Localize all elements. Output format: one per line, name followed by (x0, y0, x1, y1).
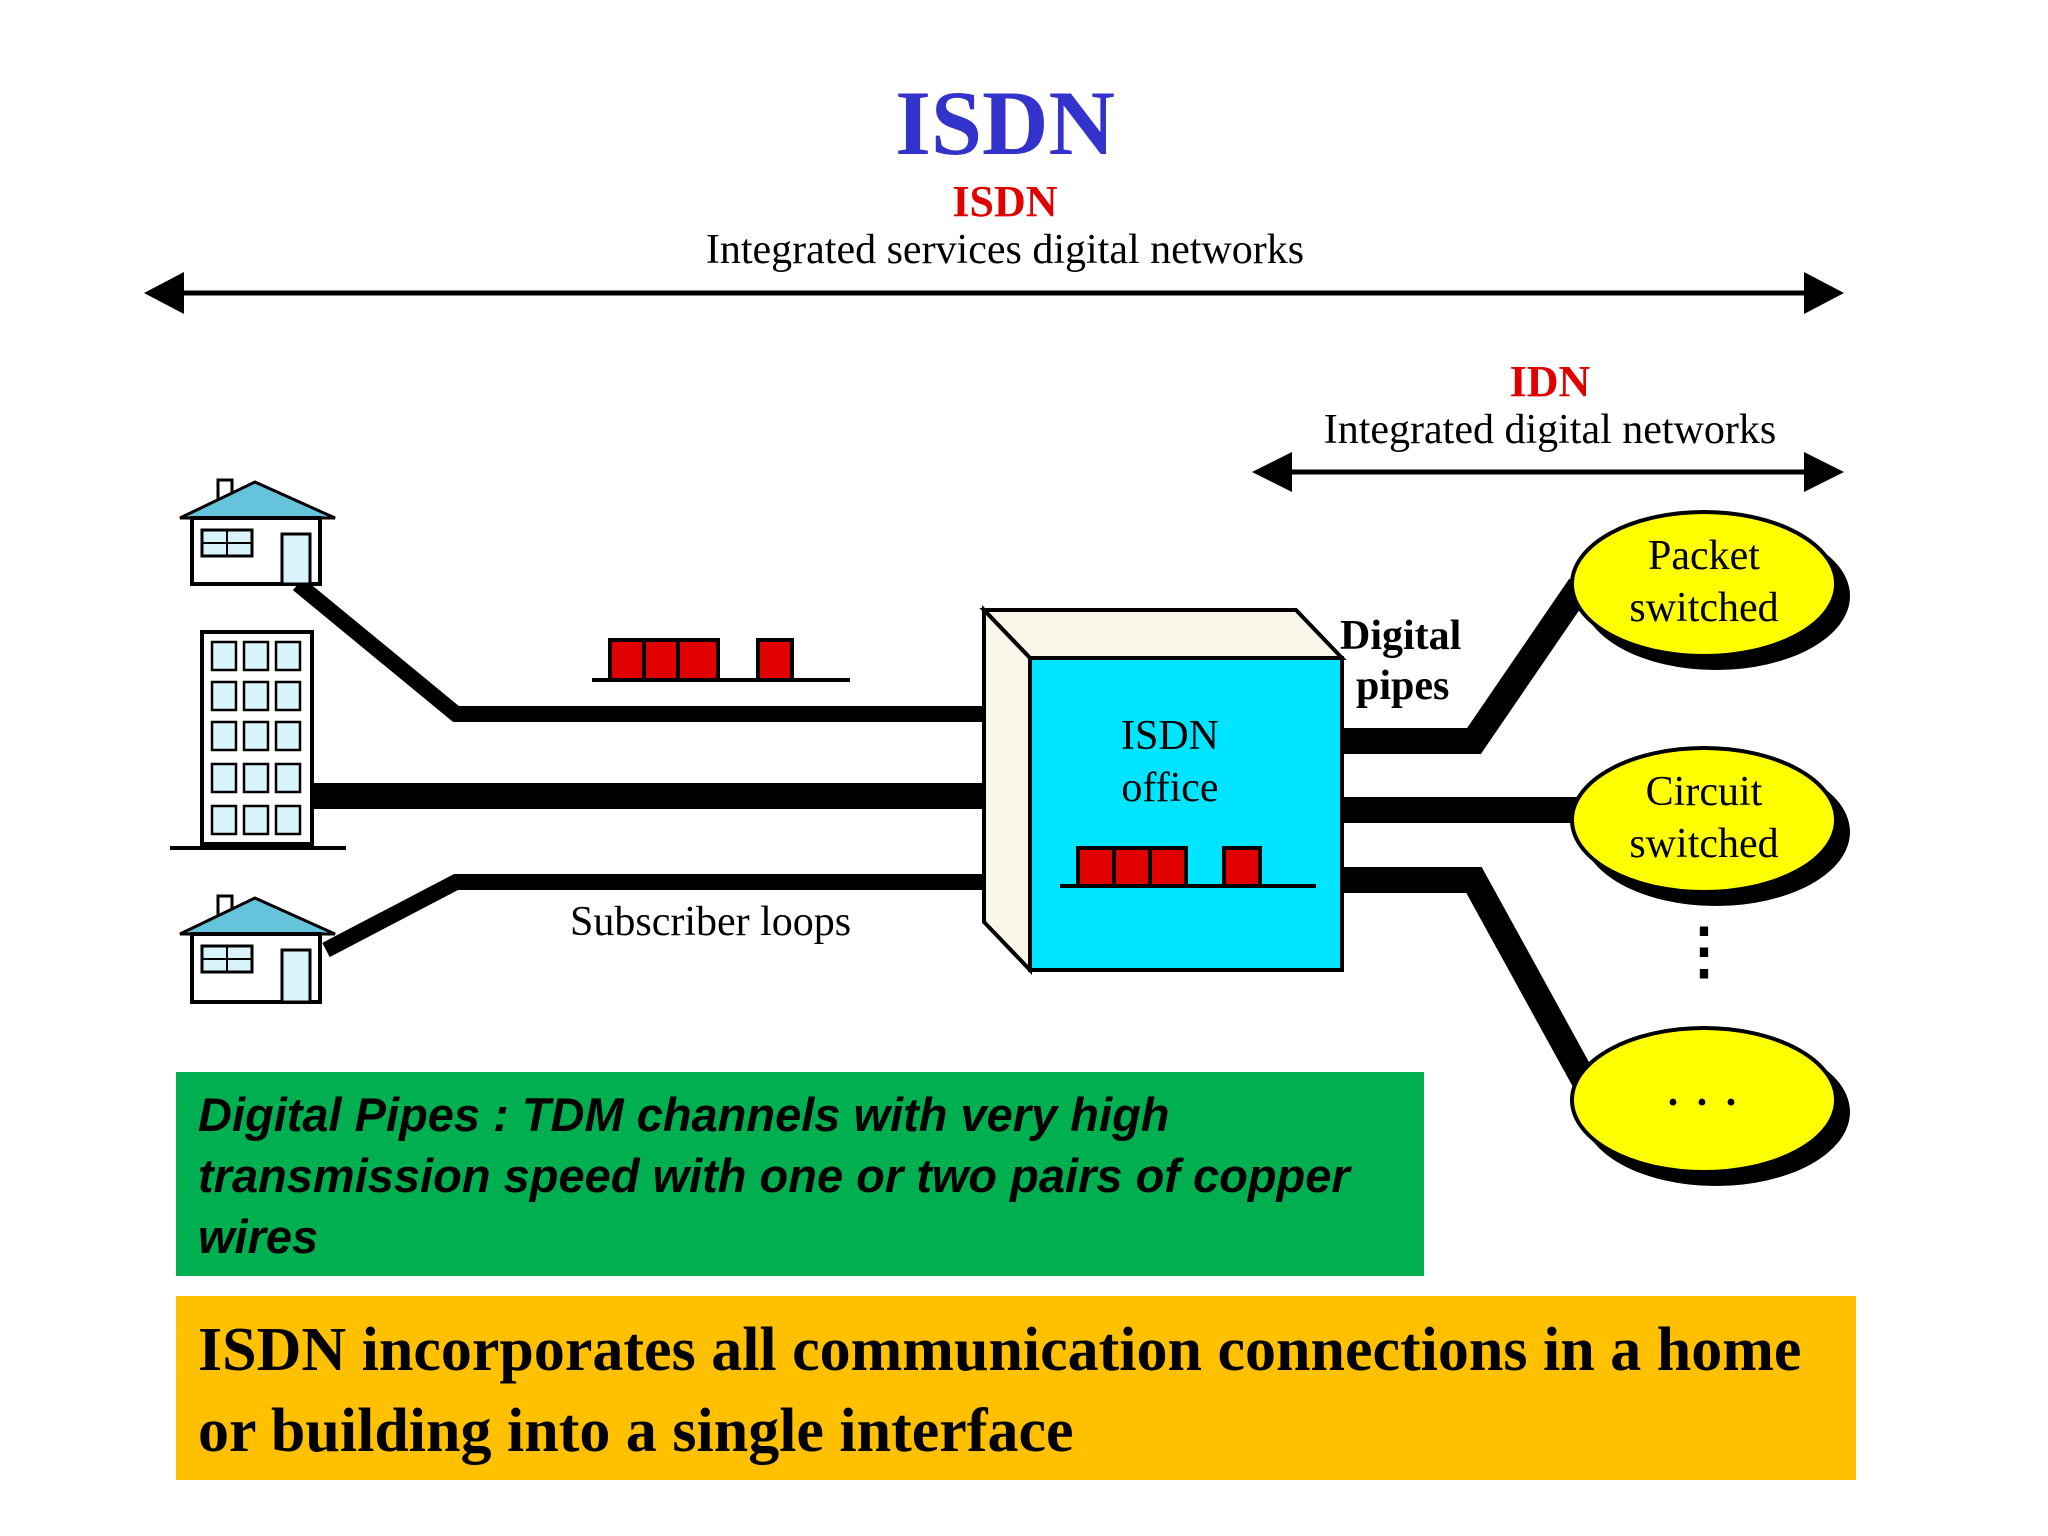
yellow-note-text: ISDN incorporates all communication conn… (198, 1316, 1802, 1465)
packet-label-line2: switched (1629, 585, 1779, 631)
green-note-box (176, 1072, 1424, 1276)
other-network-node (1570, 1026, 1850, 1186)
loop-top-house (292, 577, 1002, 722)
isdn-full-name: Integrated services digital networks (705, 227, 1305, 273)
office-label-line2: office (1121, 765, 1219, 811)
channel-slot (756, 638, 794, 682)
green-note-text: Digital Pipes : TDM channels with very h… (198, 1088, 1350, 1263)
page-title: ISDN (895, 72, 1115, 174)
house-icon (179, 478, 336, 586)
isdn-abbreviation: ISDN (952, 177, 1058, 226)
office-label-line1: ISDN (1120, 713, 1219, 759)
yellow-note-box (176, 1296, 1856, 1480)
circuit-label-line1: Circuit (1645, 769, 1763, 815)
idn-abbreviation: IDN (1509, 357, 1591, 406)
loop-bottom-house (322, 874, 1002, 958)
circuit-label-line2: switched (1629, 821, 1779, 867)
pipe-to-packet (1338, 578, 1591, 754)
channel-slot (642, 638, 680, 682)
digital-pipes-label-line2: pipes (1356, 663, 1450, 709)
digital-pipe-lines (1338, 578, 1596, 1087)
tdm-frame-line (592, 638, 850, 682)
idn-full-name: Integrated digital networks (1323, 407, 1777, 453)
isdn-span-arrow (144, 272, 1844, 314)
channel-slot (608, 638, 646, 682)
circuit-switched-label: Circuit switched (1574, 766, 1834, 870)
channel-slot (676, 638, 720, 682)
digital-pipes-label-line1: Digital (1340, 613, 1462, 659)
subscriber-loop-lines (292, 577, 1002, 958)
subscriber-loops-label: Subscriber loops (570, 899, 852, 945)
vertical-ellipsis: ⋮ (1673, 918, 1735, 986)
packet-label-line1: Packet (1648, 533, 1760, 579)
office-building-icon (170, 630, 346, 850)
house-icon (179, 894, 336, 1004)
packet-switched-node (1570, 510, 1850, 670)
idn-span-arrow (1252, 452, 1844, 492)
packet-switched-label: Packet switched (1574, 530, 1834, 634)
office-tdm-frame (1060, 846, 1316, 888)
isdn-office-box (979, 605, 1347, 975)
other-network-label: . . . (1667, 1069, 1741, 1115)
circuit-switched-node (1570, 746, 1850, 906)
pipe-to-other (1338, 867, 1596, 1087)
